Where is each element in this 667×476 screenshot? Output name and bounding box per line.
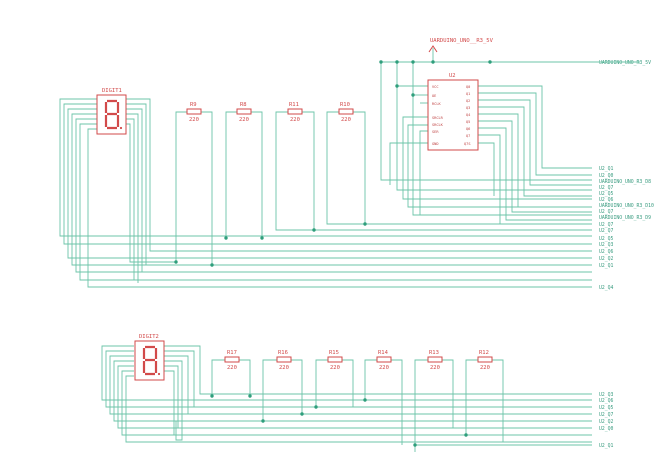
ic-pin-label: SRCLR <box>432 116 444 120</box>
net-label: U2_Q0 <box>599 426 614 432</box>
net-label: U2_Q7 <box>599 222 614 228</box>
ic-pin-label: VCC <box>432 85 439 89</box>
resistor-ref: R8 <box>240 102 247 108</box>
resistor-r13: R13 220 <box>427 350 443 371</box>
ic-pin-label: RCLK <box>432 102 441 106</box>
net-label: UARDUINO_UNO_R3_D9 <box>599 215 651 221</box>
resistor-ref: R11 <box>289 102 299 108</box>
seven-segment-digit1: DIGIT1 <box>96 88 127 135</box>
ic-pin-label: Q0 <box>466 85 470 89</box>
net-label: UARDUINO_UNO_R3_5V <box>599 60 651 66</box>
net-label: U2_Q5 <box>599 236 614 242</box>
resistor-r16: R16 220 <box>276 350 292 371</box>
ic-right-pins: Q0 Q1 Q2 Q3 Q4 Q5 Q6 Q7 Q7S <box>464 85 471 146</box>
resistor-value: 220 <box>430 365 440 371</box>
ic-pin-label: SER <box>432 130 439 134</box>
resistor-r15: R15 220 <box>327 350 343 371</box>
ic-pin-label: GND <box>432 142 439 146</box>
ic-pin-label: Q2 <box>466 99 470 103</box>
ic-ref: U2 <box>449 73 456 79</box>
resistor-ref: R12 <box>479 350 489 356</box>
resistor-r10: R10 220 <box>338 102 354 123</box>
net-label: U2_Q6 <box>599 398 614 404</box>
net-label: U2_Q7 <box>599 228 614 234</box>
net-label: U2_Q1 <box>599 443 614 449</box>
junction-dots <box>174 60 492 447</box>
resistor-r11: R11 220 <box>287 102 303 123</box>
resistor-r12: R12 220 <box>477 350 493 371</box>
digit2-body <box>134 340 165 381</box>
net-label: U2_Q3 <box>599 392 614 398</box>
net-label: U2_Q1 <box>599 166 614 172</box>
top-wires <box>59 48 595 288</box>
digit2-segments-icon <box>142 345 158 376</box>
ic-pin-label: Q7 <box>466 134 470 138</box>
net-label: U2_Q5 <box>599 191 614 197</box>
resistor-value: 220 <box>227 365 237 371</box>
net-label: U2_Q6 <box>599 197 614 203</box>
resistor-value: 220 <box>379 365 389 371</box>
resistor-ref: R15 <box>329 350 339 356</box>
resistor-value: 220 <box>480 365 490 371</box>
digit2-label: DIGIT2 <box>139 334 159 340</box>
net-label: U2_Q3 <box>599 242 614 248</box>
digit1-label: DIGIT1 <box>102 88 122 94</box>
resistor-value: 220 <box>341 117 351 123</box>
net-label: U2_Q7 <box>599 209 614 215</box>
resistor-ref: R9 <box>190 102 197 108</box>
power-5v-symbol: UARDUINO_UNO__R3_5V <box>428 38 494 53</box>
bottom-wires <box>101 345 592 452</box>
ic-pin-label: Q4 <box>466 113 470 117</box>
net-label: UARDUINO_UNO_R3_D10 <box>599 203 654 209</box>
net-label: U2_Q7 <box>599 412 614 418</box>
resistor-r14: R14 220 <box>376 350 392 371</box>
ic-pin-label: Q7S <box>464 142 471 146</box>
resistor-r8: R8 220 <box>236 102 252 123</box>
resistor-value: 220 <box>290 117 300 123</box>
net-label: U2_Q1 <box>599 263 614 269</box>
net-label: U2_Q2 <box>599 419 614 425</box>
net-label: U2_Q5 <box>599 405 614 411</box>
resistor-ref: R16 <box>278 350 288 356</box>
resistor-value: 220 <box>279 365 289 371</box>
digit1-body <box>96 94 127 135</box>
net-label: U2_Q6 <box>599 249 614 255</box>
net-label: U2_Q0 <box>599 173 614 179</box>
ic-pin-label: Q5 <box>466 120 470 124</box>
net-label: U2_Q7 <box>599 185 614 191</box>
digit1-segments-icon <box>104 99 120 130</box>
power-label: UARDUINO_UNO__R3_5V <box>430 38 494 44</box>
resistor-r9: R9 220 <box>186 102 202 123</box>
resistor-ref: R17 <box>227 350 237 356</box>
net-labels: UARDUINO_UNO_R3_5V U2_Q1 U2_Q0 UARDUINO_… <box>595 60 654 449</box>
ic-body <box>427 79 479 151</box>
resistor-value: 220 <box>239 117 249 123</box>
seven-segment-digit2: DIGIT2 <box>134 334 165 381</box>
resistor-value: 220 <box>330 365 340 371</box>
net-label: U2_Q4 <box>599 285 614 291</box>
ic-pin-label: Q1 <box>466 92 470 96</box>
ic-pin-label: Q3 <box>466 106 470 110</box>
power-arrow-icon <box>428 45 438 53</box>
ic-pin-label: SRCLK <box>432 123 444 127</box>
net-label: UARDUINO_UNO_R3_D8 <box>599 179 651 185</box>
resistor-ref: R14 <box>378 350 389 356</box>
ic-u2: U2 VCC OE RCLK SRCLR SRCLK SER GND Q0 Q1… <box>427 73 479 151</box>
resistor-r17: R17 220 <box>224 350 240 371</box>
net-label: U2_Q2 <box>599 256 614 262</box>
ic-left-pins: VCC OE RCLK SRCLR SRCLK SER GND <box>432 85 444 146</box>
resistor-ref: R13 <box>429 350 439 356</box>
resistor-value: 220 <box>189 117 199 123</box>
resistor-ref: R10 <box>340 102 350 108</box>
ic-pin-label: Q6 <box>466 127 470 131</box>
ic-pin-label: OE <box>432 94 436 98</box>
